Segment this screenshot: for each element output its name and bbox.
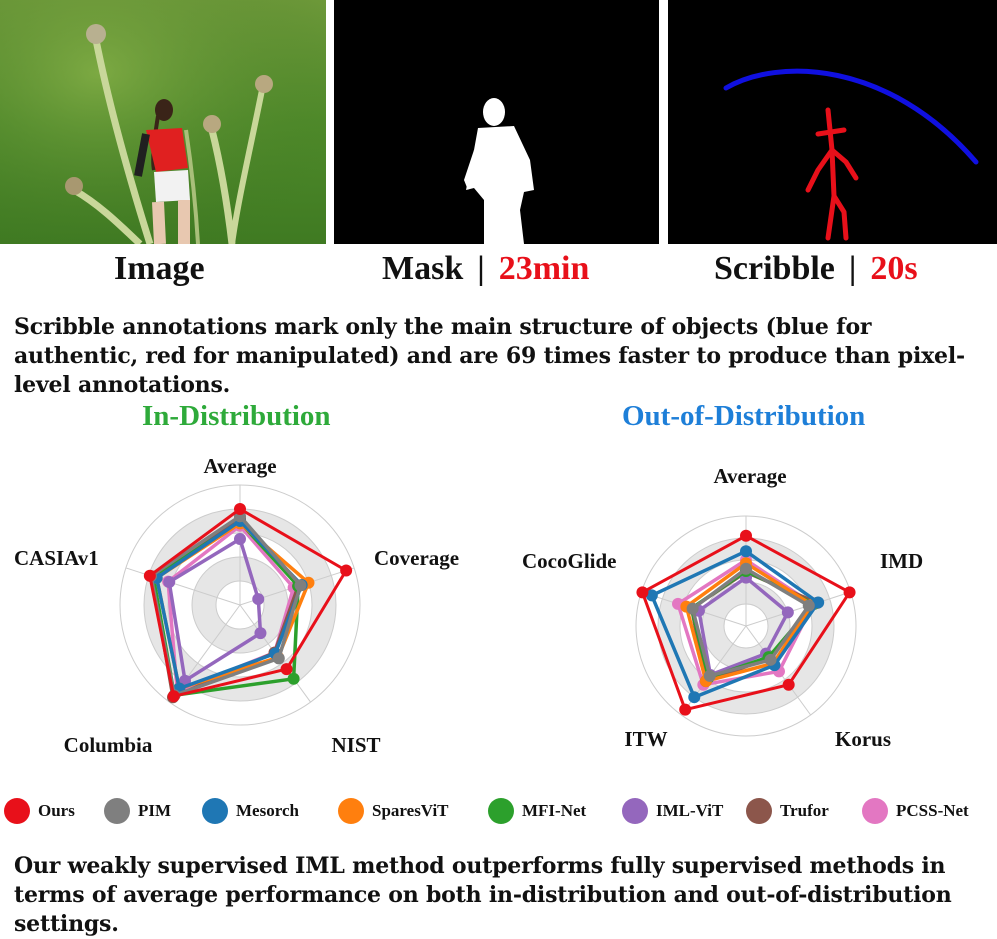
- legend-item-sparesvit: SparesViT: [338, 798, 449, 824]
- in-point-iml-vit-casiav1: [163, 576, 176, 589]
- out-point-pim-korus: [764, 653, 777, 666]
- legend-label-pcss-net: PCSS-Net: [896, 801, 969, 820]
- legend-label-pim: PIM: [138, 801, 172, 820]
- legend-item-pim: PIM: [104, 798, 171, 824]
- in-point-ours-nist: [280, 663, 293, 676]
- legend-label-sparesvit: SparesViT: [372, 801, 449, 820]
- mask-time: 23min: [498, 250, 590, 287]
- legend-item-pcss-net: PCSS-Net: [862, 798, 969, 824]
- image-caption: Image: [114, 250, 205, 288]
- in-point-iml-vit-nist: [254, 627, 267, 640]
- in-point-ours-columbia: [167, 690, 180, 703]
- legend-dot-mesorch: [202, 798, 228, 824]
- scribble-caption-text: Scribble: [714, 250, 835, 287]
- out-series-sparesvit: [684, 561, 814, 683]
- out-axis-label-average: Average: [713, 464, 786, 488]
- in-axis-label-nist: NIST: [331, 733, 380, 757]
- legend-label-iml-vit: IML-ViT: [656, 801, 724, 820]
- in-point-iml-vit-coverage: [252, 593, 265, 606]
- out-point-ours-cocoglide: [636, 586, 649, 599]
- mask-caption: Mask | 23min: [382, 250, 589, 288]
- in-point-ours-casiav1: [143, 569, 156, 582]
- in-point-ours-coverage: [340, 564, 353, 577]
- scribble-separator: |: [848, 250, 857, 287]
- out-point-pim-imd: [802, 599, 815, 612]
- scribble-time: 20s: [870, 250, 918, 287]
- out-series-ours: [640, 534, 852, 712]
- in-point-pim-nist: [272, 652, 285, 665]
- legend-label-ours: Ours: [38, 801, 75, 820]
- out-point-mesorch-cocoglide: [645, 589, 658, 602]
- legend-dot-sparesvit: [338, 798, 364, 824]
- out-point-pim-cocoglide: [686, 602, 699, 615]
- out-of-distribution-title: Out-of-Distribution: [622, 400, 866, 432]
- in-axis-label-casiav1: CASIAv1: [14, 546, 99, 570]
- out-point-ours-itw: [679, 703, 692, 716]
- image-caption-text: Image: [114, 250, 205, 287]
- in-axis-label-average: Average: [203, 454, 276, 478]
- in-point-mfi-net-nist: [287, 672, 300, 685]
- in-series-iml-vit: [167, 537, 263, 683]
- in-distribution-title: In-Distribution: [142, 400, 331, 432]
- mask-caption-text: Mask: [382, 250, 464, 287]
- image-panel: [0, 0, 326, 244]
- in-series-pim: [149, 514, 303, 698]
- out-axis-label-itw: ITW: [624, 727, 667, 751]
- out-series-pim: [690, 567, 811, 678]
- out-point-mesorch-itw: [688, 691, 701, 704]
- out-spoke-imd: [745, 591, 851, 627]
- in-series-ours: [148, 507, 348, 698]
- legend-label-mesorch: Mesorch: [236, 801, 299, 820]
- conclusion-text: Our weakly supervised IML method outperf…: [14, 853, 952, 937]
- legend-item-mesorch: Mesorch: [202, 798, 299, 824]
- mask-panel: [334, 0, 659, 244]
- legend-dot-iml-vit: [622, 798, 648, 824]
- mask-silhouette: [464, 98, 534, 244]
- legend-dot-mfi-net: [488, 798, 514, 824]
- out-series-iml-vit: [697, 575, 790, 677]
- out-point-iml-vit-imd: [781, 606, 794, 619]
- out-point-ours-korus: [782, 678, 795, 691]
- in-axis-label-coverage: Coverage: [374, 546, 459, 570]
- in-series-mfi-net: [151, 520, 300, 698]
- description-text: Scribble annotations mark only the main …: [14, 314, 965, 398]
- legend-item-trufor: Trufor: [746, 798, 829, 824]
- legend-dot-pim: [104, 798, 130, 824]
- out-point-pim-average: [740, 562, 752, 575]
- in-point-pim-coverage: [294, 579, 307, 592]
- out-series-mesorch: [650, 549, 820, 699]
- legend-label-mfi-net: MFI-Net: [522, 801, 587, 820]
- in-axis-label-columbia: Columbia: [64, 733, 153, 757]
- legend: Ours PIM Mesorch SparesViT MFI-Net IML-V…: [0, 798, 997, 828]
- in-point-iml-vit-average: [234, 533, 246, 545]
- photo-illustration: [0, 0, 326, 244]
- legend-dot-pcss-net: [862, 798, 888, 824]
- scribble-panel: [668, 0, 997, 244]
- legend-label-trufor: Trufor: [780, 801, 829, 820]
- out-axis-label-imd: IMD: [880, 549, 923, 573]
- legend-dot-ours: [4, 798, 30, 824]
- scribble-drawing: [723, 68, 979, 241]
- mask-separator: |: [477, 250, 485, 287]
- out-axis-label-cocoglide: CocoGlide: [522, 549, 617, 573]
- out-point-ours-imd: [843, 586, 856, 599]
- out-axis-label-korus: Korus: [835, 727, 891, 751]
- scribble-caption: Scribble | 20s: [714, 250, 918, 288]
- legend-dot-trufor: [746, 798, 772, 824]
- legend-item-ours: Ours: [4, 798, 75, 824]
- out-point-ours-average: [740, 529, 752, 542]
- out-point-pim-itw: [703, 669, 716, 682]
- out-point-mesorch-imd: [812, 596, 825, 609]
- legend-item-iml-vit: IML-ViT: [622, 798, 723, 824]
- in-point-ours-average: [234, 503, 246, 515]
- legend-item-mfi-net: MFI-Net: [488, 798, 586, 824]
- out-point-mesorch-average: [740, 545, 752, 558]
